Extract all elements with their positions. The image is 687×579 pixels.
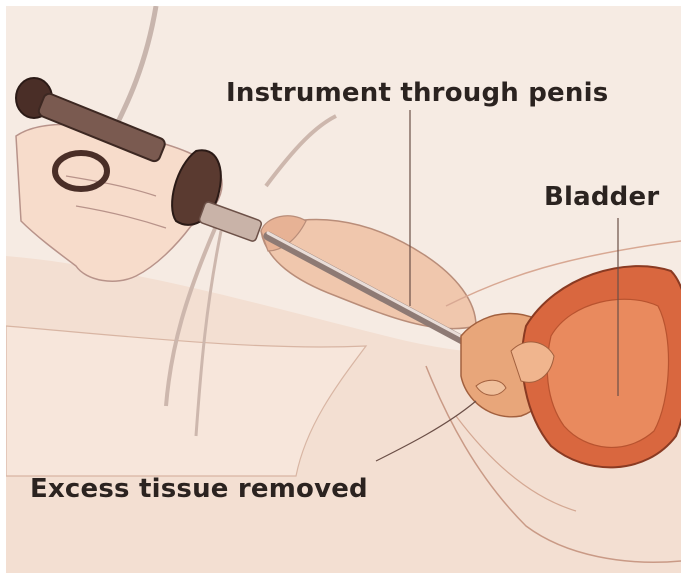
bladder-label: Bladder <box>544 182 659 212</box>
irrigation-tube <box>116 6 156 126</box>
tissue-label: Excess tissue removed <box>30 474 368 504</box>
scope-sheath-base <box>198 201 262 242</box>
bladder-inner <box>547 299 668 447</box>
illustration-canvas: Instrument through penis Bladder Excess … <box>6 6 681 573</box>
tube-top <box>266 116 336 186</box>
instrument-label: Instrument through penis <box>226 78 608 108</box>
